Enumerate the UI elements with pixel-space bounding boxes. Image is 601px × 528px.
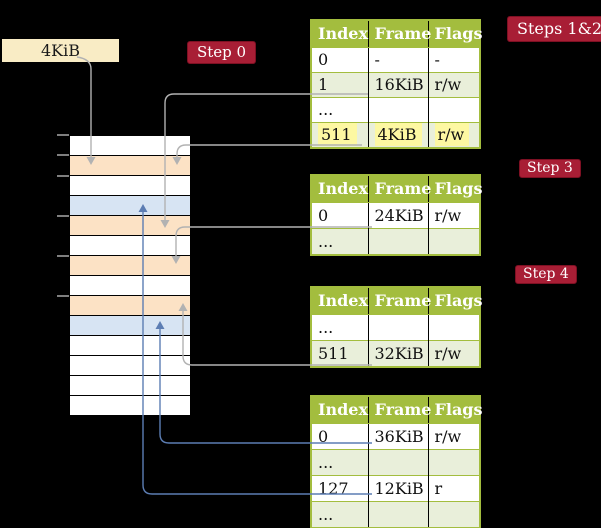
table-row: ... [311,314,480,341]
table-cell: r/w [428,423,480,450]
table-row: ... [311,97,480,123]
table-cell: ... [311,501,369,528]
table-cell: 4KiB [368,122,429,148]
table-cell [368,314,429,341]
table-cell: 12KiB [368,475,429,502]
memory-row-white [70,336,190,356]
column-header-frame: Frame [368,175,431,203]
table-cell: r/w [428,202,480,229]
table-cell: 511 [311,122,369,148]
table-cell: 0 [311,47,369,73]
column-header-frame: Frame [368,287,431,315]
column-header-index: Index [311,175,369,203]
table-cell: ... [311,228,369,255]
highlighted-value: 4KiB [374,123,422,146]
memory-row-white [70,236,190,256]
table-cell: r/w [428,122,480,148]
table-cell: 1 [311,72,369,98]
memory-row-blue [70,196,190,216]
table-cell: ... [311,314,369,341]
table-row: ... [311,501,480,528]
memory-row-peach [70,296,190,316]
column-header-frame: Frame [368,20,431,48]
memory-tick [57,215,69,217]
memory-row-peach [70,256,190,276]
memory-row-white [70,396,190,416]
table-cell: - [428,47,480,73]
table-cell: r/w [428,340,480,367]
badge-step-3: Step 3 [519,159,581,178]
badge-steps-1-2: Steps 1&2 [507,16,601,42]
memory-stack [70,135,190,416]
table-cell: 511 [311,340,369,367]
table-cell: 32KiB [368,340,429,367]
table-cell: 36KiB [368,423,429,450]
table-cell: r/w [428,72,480,98]
table-cell: ... [311,449,369,476]
highlighted-value: r/w [434,123,470,146]
table-cell: 0 [311,202,369,229]
table-cell: r [428,475,480,502]
memory-tick [57,255,69,257]
table-cell [428,314,480,341]
table-cell [428,228,480,255]
table-cell [428,97,480,123]
table-cell: 127 [311,475,369,502]
column-header-flags: Flags [428,175,483,203]
memory-row-white [70,376,190,396]
memory-row-peach [70,156,190,176]
table-row: ... [311,449,480,476]
column-header-index: Index [311,287,369,315]
memory-row-white [70,276,190,296]
table-cell [428,501,480,528]
memory-tick [57,134,69,136]
column-header-flags: Flags [428,20,483,48]
memory-row-white [70,356,190,376]
highlighted-value: 511 [318,123,357,146]
table-cell: 24KiB [368,202,429,229]
memory-tick [57,175,69,177]
column-header-flags: Flags [428,287,483,315]
table-cell: 16KiB [368,72,429,98]
column-header-flags: Flags [428,396,483,424]
column-header-index: Index [311,396,369,424]
badge-step-0: Step 0 [187,41,257,64]
table-cell [368,449,429,476]
memory-row-peach [70,216,190,236]
table-cell [368,228,429,255]
table-cell [368,97,429,123]
table-row: ... [311,228,480,255]
memory-tick [57,295,69,297]
table-row: 0-- [311,47,480,73]
size-label-4kib: 4KiB [2,39,119,62]
table-cell [428,449,480,476]
table-row: 511 4KiB r/w [311,122,480,148]
table-cell: ... [311,97,369,123]
column-header-index: Index [311,20,369,48]
table-cell: 0 [311,423,369,450]
memory-row-white [70,176,190,196]
table-cell: - [368,47,429,73]
badge-step-4: Step 4 [515,265,577,284]
memory-row-white [70,136,190,156]
memory-tick [57,154,69,156]
memory-row-blue [70,316,190,336]
column-header-frame: Frame [368,396,431,424]
table-cell [368,501,429,528]
